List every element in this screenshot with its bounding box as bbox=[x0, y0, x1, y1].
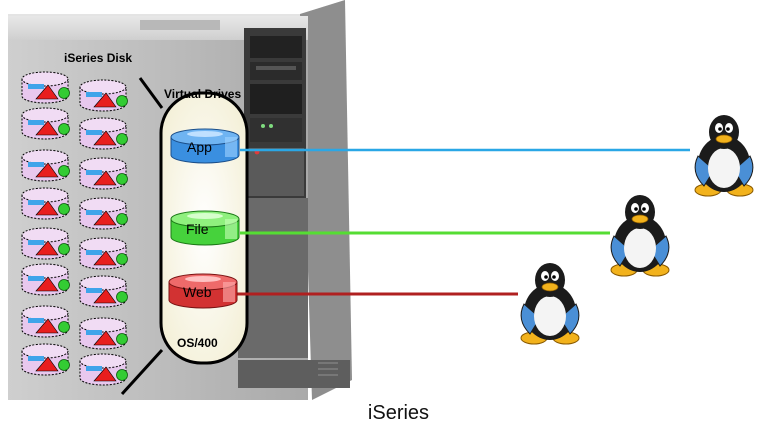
disk-icon bbox=[79, 157, 128, 190]
drive-app bbox=[170, 128, 240, 164]
disk-icon bbox=[79, 317, 128, 350]
os400-label: OS/400 bbox=[177, 336, 218, 350]
physical-disk-array bbox=[21, 71, 128, 386]
disk-icon bbox=[79, 353, 128, 386]
linux-penguin-icon bbox=[694, 115, 754, 197]
disk-icon bbox=[21, 187, 70, 220]
disk-icon bbox=[21, 305, 70, 338]
disk-icon bbox=[79, 197, 128, 230]
disk-icon bbox=[79, 117, 128, 150]
disk-icon bbox=[21, 71, 70, 104]
disk-icon bbox=[79, 275, 128, 308]
disk-icon bbox=[21, 107, 70, 140]
disk-icon bbox=[21, 149, 70, 182]
pointer-line-top bbox=[138, 77, 164, 109]
iseries-caption: iSeries bbox=[367, 402, 430, 424]
linux-penguin-icon bbox=[520, 263, 580, 345]
virtual-drives-label: Virtual Drives bbox=[164, 87, 242, 101]
pointer-line-bottom bbox=[120, 348, 164, 396]
disk-icon bbox=[21, 227, 70, 260]
disk-icon bbox=[79, 79, 128, 112]
drive-app-label: App bbox=[187, 139, 212, 155]
disk-icon bbox=[79, 237, 128, 270]
drive-web-label: Web bbox=[183, 284, 212, 300]
drive-file bbox=[170, 210, 240, 246]
disk-icon bbox=[21, 263, 70, 296]
drive-file-label: File bbox=[186, 221, 209, 237]
drive-web bbox=[168, 273, 238, 309]
linux-penguin-icon bbox=[610, 195, 670, 277]
iseries-disk-label: iSeries Disk bbox=[64, 51, 133, 65]
disk-icon bbox=[21, 343, 70, 376]
